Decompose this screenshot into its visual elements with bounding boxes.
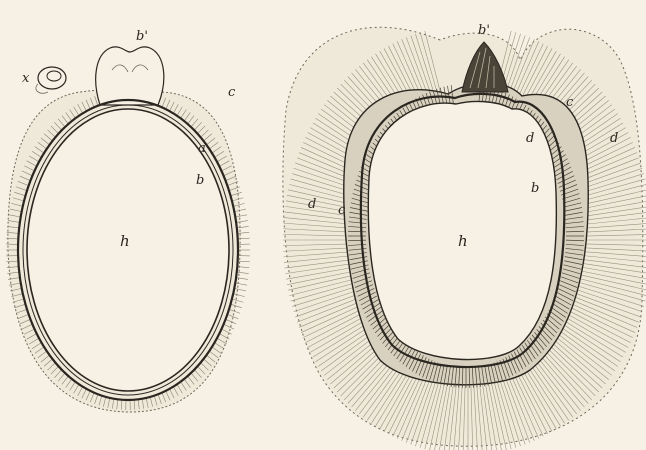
right-label-c-upper: c <box>566 95 574 110</box>
left-label-c: c <box>228 85 236 100</box>
right-label-c-left: c <box>338 203 346 218</box>
left-egg-figure: x b' c a b h <box>6 29 250 412</box>
right-label-d-left: d <box>308 197 316 212</box>
left-label-x: x <box>22 71 30 86</box>
left-x-structure <box>36 67 66 93</box>
right-label-d-right: d <box>610 131 618 146</box>
right-label-d-inner: d <box>526 131 534 146</box>
left-label-h: h <box>120 232 130 250</box>
left-label-b: b <box>196 173 204 188</box>
right-label-b-prime: b' <box>478 23 490 38</box>
right-label-b: b <box>531 181 539 196</box>
left-micropyle-cap <box>96 47 164 105</box>
right-egg-figure: b' c d d b d c h <box>283 23 646 450</box>
right-label-h: h <box>458 232 468 250</box>
left-label-a: a <box>198 141 206 156</box>
left-label-b-prime: b' <box>136 29 148 44</box>
